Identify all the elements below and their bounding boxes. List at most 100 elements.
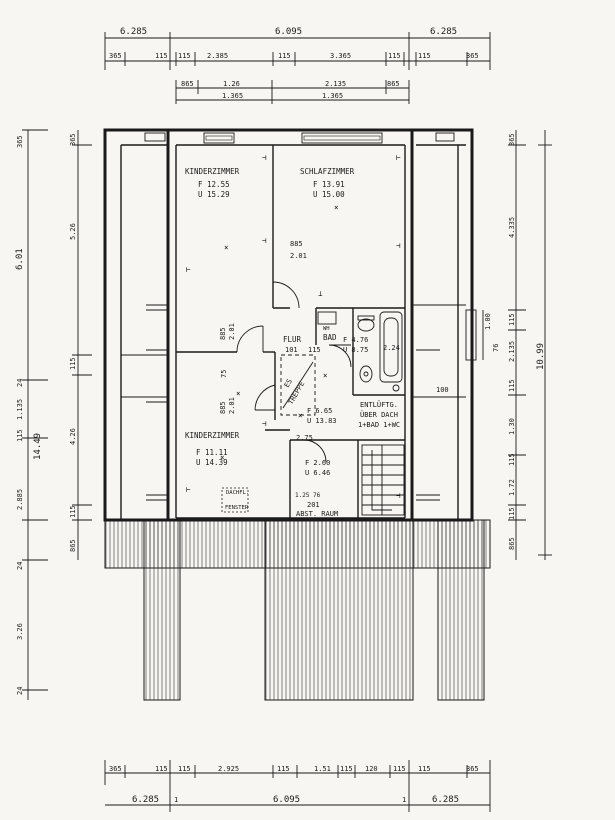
entlueft-3: 1+BAD 1+WC	[358, 421, 400, 429]
doors	[236, 281, 352, 463]
dim-top-center: 6.095	[275, 27, 302, 37]
dim-top-r2-1: 115	[155, 52, 168, 60]
dim-top-r2-8: 365	[466, 52, 479, 60]
dim-right-o0: 10.99	[536, 343, 546, 370]
bath-fixtures	[317, 311, 403, 392]
top-windows	[144, 132, 455, 144]
outer-walls	[103, 128, 477, 522]
flurarea-u: U 13.83	[307, 417, 337, 425]
flurarea-dim: 2.75	[296, 434, 313, 442]
svg-text:⊣: ⊣	[262, 419, 267, 428]
abst-dims: 1.25 76	[295, 492, 321, 499]
dachfenster-line2: FENSTER	[225, 505, 249, 511]
dim-bot-r1-4: 115	[277, 765, 290, 773]
dim-left-i3: 4.26	[69, 428, 77, 445]
treppe-es: ES	[283, 378, 294, 389]
dim-right-i5: 1.30	[508, 418, 516, 435]
dim-top-r2-0: 365	[109, 52, 122, 60]
dim-right-i2: 115	[508, 313, 516, 326]
dim-201a: 2.01	[290, 252, 307, 260]
dim-left-o0: 365	[16, 135, 24, 148]
roof-hatching	[104, 519, 491, 701]
dim-bot-main-0: 6.285	[132, 795, 159, 805]
dim-right-i7: 1.72	[508, 479, 516, 496]
room-kinder1-u: U 15.29	[198, 190, 230, 199]
dim-top-r3-0: 865	[181, 80, 194, 88]
dim-75: 75	[220, 370, 228, 378]
room-schlaf-f: F 13.91	[313, 180, 345, 189]
right-dimension-lines: 365 4.335 115 2.135 115 1.30 115 1.72 11…	[482, 130, 552, 560]
dim-right-i0: 365	[508, 133, 516, 146]
dim-top-r2-2: 115	[178, 52, 191, 60]
svg-text:⊣: ⊣	[262, 236, 267, 245]
dim-left-o1: 6.01	[15, 248, 25, 270]
svg-text:⊢: ⊢	[396, 153, 401, 162]
svg-text:×: ×	[236, 389, 241, 398]
room-schlaf-name: SCHLAFZIMMER	[300, 167, 355, 176]
dim-left-i4: 115	[69, 505, 77, 518]
dim-left-o8: 3.26	[16, 623, 24, 640]
dim-top-r3-2: 2.135	[325, 80, 346, 88]
room-flur-name: FLUR	[283, 335, 302, 344]
abst-name: ABST. RAUM	[296, 510, 338, 518]
room-kinder1-name: KINDERZIMMER	[185, 167, 240, 176]
abst-u: U 6.46	[305, 469, 330, 477]
dim-top-r3-3: 865	[387, 80, 400, 88]
room-bad-name: BAD	[323, 333, 337, 342]
dim-885a: 885	[290, 240, 303, 248]
dim-201b: 2.01	[228, 323, 236, 340]
svg-text:⊣: ⊣	[396, 491, 401, 500]
dim-right-i9: 865	[508, 537, 516, 550]
dim-left-o6: 2.885	[16, 489, 24, 510]
dim-top-r2-5: 3.365	[330, 52, 351, 60]
dim-left-i5: 865	[69, 539, 77, 552]
dachfenster-line1: DACHFL.	[226, 490, 249, 496]
dim-bot-main-1: 1	[174, 796, 178, 804]
dim-top-r2-7: 115	[418, 52, 431, 60]
dim-top-left: 6.285	[120, 27, 147, 37]
svg-text:⊣: ⊣	[262, 153, 267, 162]
dim-bot-r1-1: 115	[155, 765, 168, 773]
dim-right-s1: 76	[492, 344, 500, 352]
electrical-symbols: × × × × × × ⊣ ⊢ ⊢ ⊣ ⊢ ⊣ ⊣ ⊥ ⊣	[186, 153, 401, 500]
dim-bot-r1-8: 115	[393, 765, 406, 773]
svg-text:×: ×	[220, 453, 225, 462]
dim-right-i6: 115	[508, 453, 516, 466]
svg-text:⊣: ⊣	[396, 241, 401, 250]
abst-f: F 2.60	[305, 459, 330, 467]
bottom-dimension-lines: 365 115 115 2.925 115 1.51 115 120 115 1…	[104, 760, 491, 812]
svg-text:×: ×	[323, 371, 328, 380]
dim-bot-main-4: 6.285	[432, 795, 459, 805]
interior-walls	[176, 145, 405, 518]
room-kinder2-f: F 11.11	[196, 448, 228, 457]
dim-top-right: 6.285	[430, 27, 457, 37]
dim-bot-r1-7: 120	[365, 765, 378, 773]
dim-top-r3-1: 1.26	[223, 80, 240, 88]
svg-text:⊥: ⊥	[318, 289, 323, 298]
dim-115: 115	[308, 346, 321, 354]
dim-left-i0: 365	[69, 133, 77, 146]
svg-text:⊢: ⊢	[186, 265, 191, 274]
dim-bot-r1-2: 115	[178, 765, 191, 773]
room-flur-num: 101	[285, 346, 298, 354]
room-bad-u: U 8.75	[343, 346, 368, 354]
dim-bot-r1-0: 365	[109, 765, 122, 773]
room-bad-wh: WH	[323, 326, 330, 332]
room-kinder1-f: F 12.55	[198, 180, 230, 189]
dim-bot-r1-5: 1.51	[314, 765, 331, 773]
flurarea-f: F 6.65	[307, 407, 332, 415]
room-bad-dim: 2.24	[383, 344, 400, 352]
dim-left-i2: 115	[69, 357, 77, 370]
dim-left-i1: 5.26	[69, 223, 77, 240]
dim-left-o9: 24	[16, 687, 24, 695]
dim-bot-main-2: 6.095	[273, 795, 300, 805]
dim-bot-main-3: 1	[402, 796, 406, 804]
dim-885c: 885	[219, 401, 227, 414]
svg-text:×: ×	[334, 203, 339, 212]
dim-top-r4-1: 1.365	[322, 92, 343, 100]
dim-right-i3: 2.135	[508, 341, 516, 362]
svg-text:×: ×	[224, 243, 229, 252]
interior-dimensions: 885 2.01 885 2.01 885 2.01 75 115 100	[219, 240, 449, 414]
dim-201c: 2.01	[228, 397, 236, 414]
